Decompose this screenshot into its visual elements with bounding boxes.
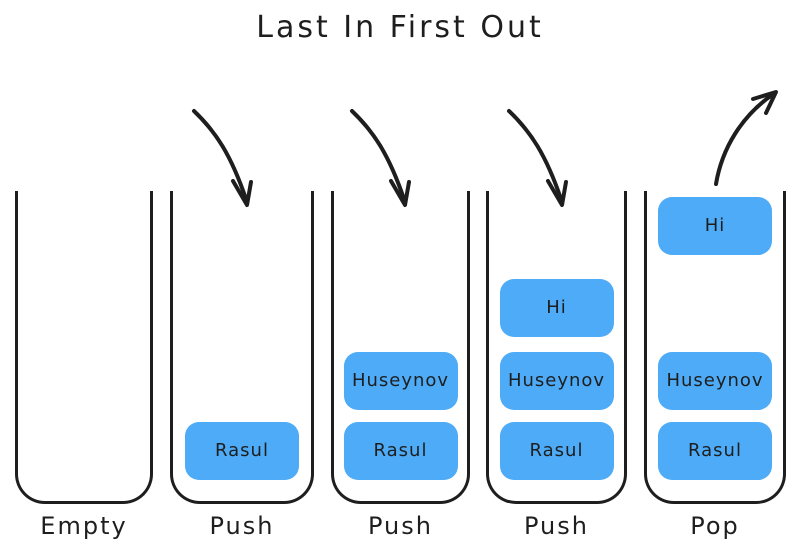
stage-label-push-3: Push [524,512,589,540]
stack-item-rasul: Rasul [499,422,614,480]
stack-container-3 [331,191,470,504]
stack-item-hi-popping: Hi [658,197,772,255]
stack-item-huseynov: Huseynov [658,352,772,410]
stack-item-rasul: Rasul [658,422,772,480]
stack-item-hi: Hi [499,279,614,337]
stage-label-push-2: Push [368,512,433,540]
stage-push-2: Rasul Huseynov Push [331,0,470,556]
stack-item-rasul: Rasul [185,422,299,480]
diagram-title: Last In First Out [256,10,544,45]
stack-container-5 [644,191,786,504]
stage-label-pop: Pop [690,512,740,540]
stack-item-huseynov: Huseynov [343,352,458,410]
stack-container-4 [486,191,627,504]
stage-pop: Rasul Huseynov Hi Pop [644,0,786,556]
stack-item-huseynov: Huseynov [499,352,614,410]
stage-label-empty: Empty [40,512,128,540]
stack-container-2 [170,191,314,504]
stack-item-rasul: Rasul [343,422,458,480]
stack-container-1 [15,191,153,504]
stage-label-push-1: Push [209,512,275,540]
stage-push-1: Rasul Push [170,0,314,556]
stage-empty: Empty [15,0,153,556]
stage-push-3: Rasul Huseynov Hi Push [486,0,627,556]
